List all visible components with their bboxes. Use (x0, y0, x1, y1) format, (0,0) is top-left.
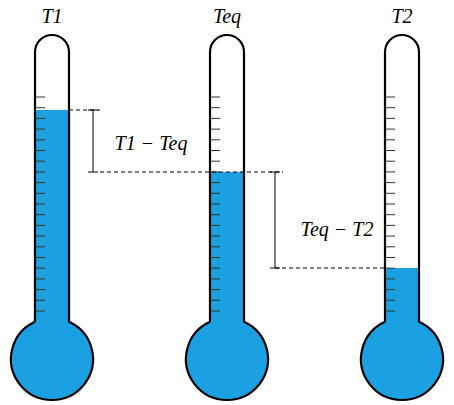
thermometer (186, 35, 268, 400)
thermometer (11, 35, 93, 400)
temperature-label: T1 (41, 5, 62, 27)
difference-label: Teq − T2 (301, 218, 374, 240)
dimension-lines (69, 110, 385, 268)
temperature-label: Teq (213, 5, 241, 27)
difference-label: T1 − Teq (115, 132, 188, 154)
thermometer (361, 35, 443, 400)
temperature-label: T2 (391, 5, 412, 27)
